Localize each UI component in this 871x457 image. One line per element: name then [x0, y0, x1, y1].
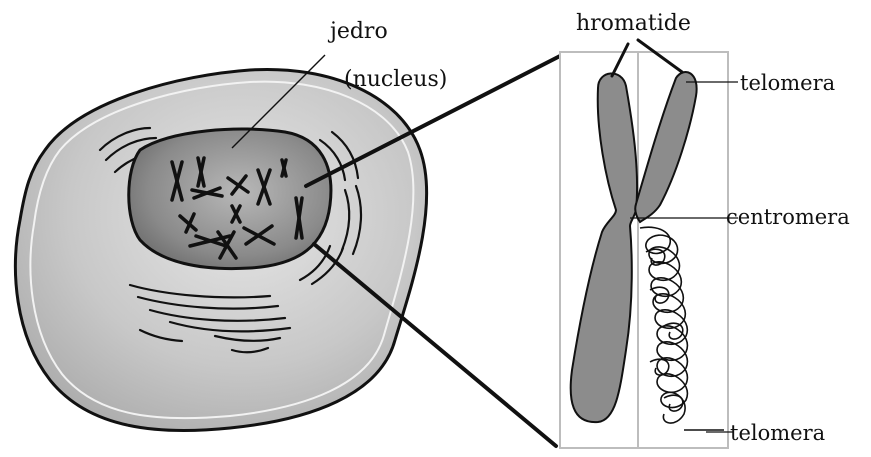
- centromere-label: centromera: [726, 205, 850, 229]
- chromosome-f: [282, 160, 286, 176]
- nucleus-label-line2: (nucleus): [344, 67, 447, 92]
- telomere-bottom-label: telomera: [730, 421, 825, 445]
- nucleus-label-line1: jedro: [327, 19, 388, 44]
- telomere-top-label: telomera: [740, 71, 835, 95]
- chromatids-label: hromatide: [576, 11, 691, 36]
